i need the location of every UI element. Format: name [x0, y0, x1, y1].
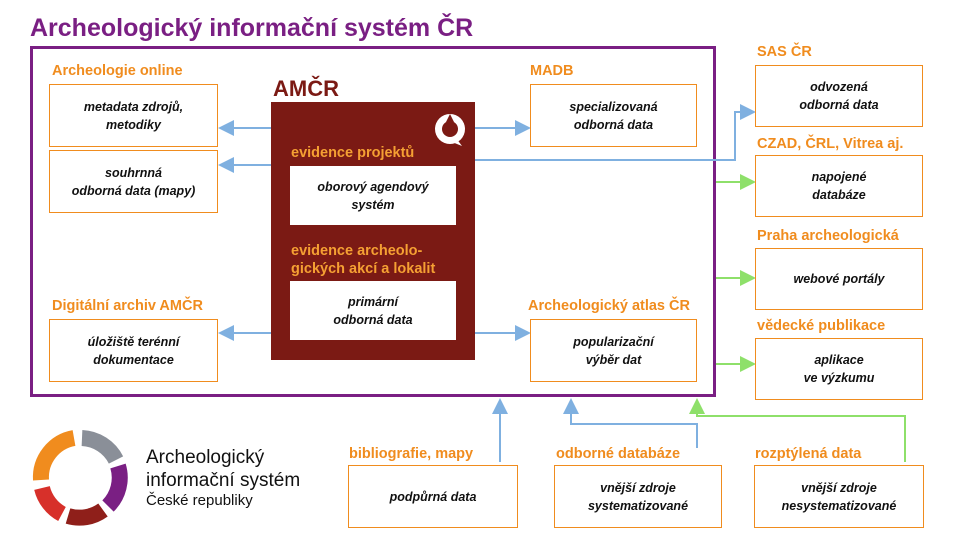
- label-evidence-akci: evidence archeolo- gických akcí a lokali…: [291, 243, 436, 277]
- label-rozptylena: rozptýlená data: [755, 446, 862, 462]
- ais-frame: [30, 46, 716, 397]
- label-vedecke: vědecké publikace: [757, 318, 886, 334]
- box-aplikace: aplikace ve výzkumu: [755, 338, 923, 400]
- label-bibliografie: bibliografie, mapy: [349, 446, 474, 462]
- box-webove: webové portály: [755, 248, 923, 310]
- box-souhrnna: souhrnná odborná data (mapy): [49, 150, 218, 213]
- label-sas: SAS ČR: [757, 44, 812, 60]
- box-uloziste: úložiště terénní dokumentace: [49, 319, 218, 382]
- box-podpurna: podpůrná data: [348, 465, 518, 528]
- label-czad: CZAD, ČRL, Vitrea aj.: [757, 136, 904, 152]
- label-odborne-databaze: odborné databáze: [556, 446, 681, 462]
- label-archeologie-online: Archeologie online: [52, 63, 183, 79]
- box-napojene: napojené databáze: [755, 155, 923, 217]
- label-madb: MADB: [530, 63, 574, 79]
- arrow-from-odborne: [563, 398, 698, 448]
- ais-logo-icon: [32, 430, 128, 526]
- box-specializovana: specializovaná odborná data: [530, 84, 697, 147]
- logo-line1: Archeologický: [146, 447, 265, 468]
- box-vnejsi-syst: vnější zdroje systematizované: [554, 465, 722, 528]
- label-evidence-projektu: evidence projektů: [291, 145, 415, 161]
- box-metadata: metadata zdrojů, metodiky: [49, 84, 218, 147]
- box-agendovy-system: oborový agendový systém: [290, 166, 456, 225]
- box-vnejsi-nesyst: vnější zdroje nesystematizované: [754, 465, 924, 528]
- label-digitalni-archiv: Digitální archiv AMČR: [52, 298, 203, 314]
- logo-title: Archeologický informační systém: [146, 446, 300, 492]
- box-odvozena: odvozená odborná data: [755, 65, 923, 127]
- box-popularizacni: popularizační výběr dat: [530, 319, 697, 382]
- amcr-logo-icon: [432, 112, 468, 148]
- label-praha: Praha archeologická: [757, 228, 899, 244]
- arrow-from-rozptylena: [689, 398, 906, 462]
- logo-subtitle: České republiky: [146, 492, 253, 509]
- box-primarni-data: primární odborná data: [290, 281, 456, 340]
- logo-line2: informační systém: [146, 470, 301, 491]
- arrow-to-sas: [475, 104, 756, 161]
- page-title: Archeologický informační systém ČR: [30, 14, 474, 42]
- amcr-label: AMČR: [273, 76, 339, 101]
- label-atlas: Archeologický atlas ČR: [528, 298, 690, 314]
